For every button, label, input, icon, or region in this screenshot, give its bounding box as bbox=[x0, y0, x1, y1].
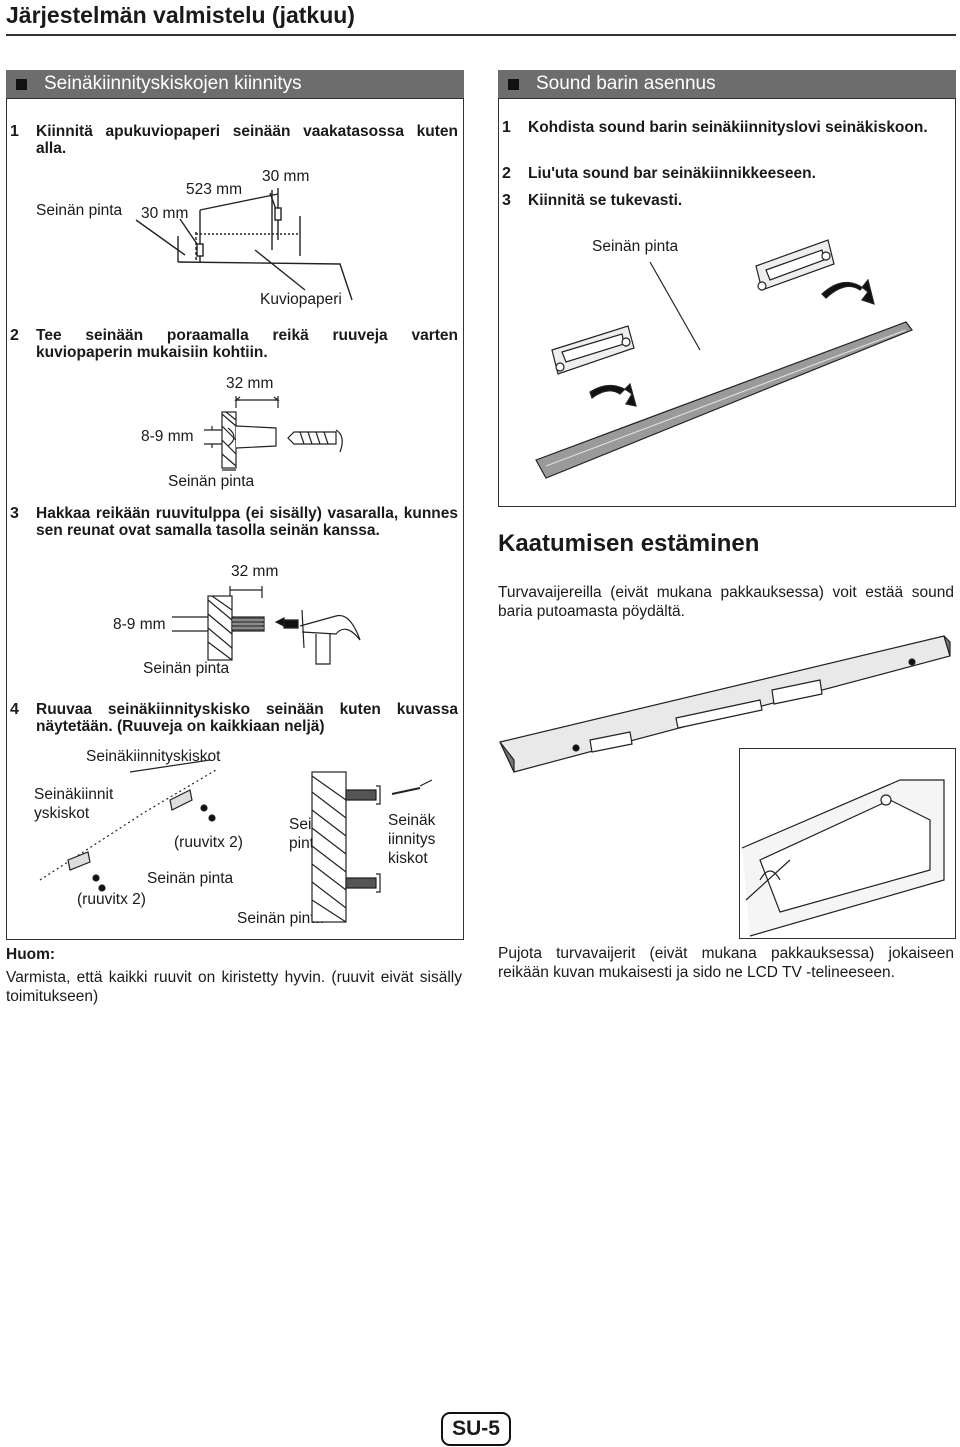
step-number: 2 bbox=[502, 165, 511, 182]
drill-depth-label: 32 mm bbox=[226, 375, 274, 392]
step-number: 2 bbox=[10, 327, 19, 344]
screw-count-label: (ruuvitx 2) bbox=[174, 834, 243, 851]
dim-width-label: 523 mm bbox=[186, 181, 242, 198]
note-title: Huom: bbox=[6, 946, 56, 963]
step-text: Kiinnitä apukuviopaperi seinään vaakatas… bbox=[36, 123, 458, 157]
right-steps-box bbox=[498, 98, 956, 507]
wall-surface-label: Seinän pinta bbox=[592, 238, 679, 255]
wall-surface-label: Seinän pinta bbox=[237, 910, 324, 927]
hammering-figure bbox=[172, 586, 361, 665]
step-number: 4 bbox=[10, 701, 19, 718]
title-divider bbox=[6, 34, 956, 36]
step-text: Kohdista sound barin seinäkiinnityslovi … bbox=[528, 119, 928, 136]
step-1: 1 Kiinnitä apukuviopaperi seinään vaakat… bbox=[10, 123, 458, 157]
install-step-3: 3 Kiinnitä se tukevasti. bbox=[502, 192, 950, 209]
step-text: Hakkaa reikään ruuvitulppa (ei sisälly) … bbox=[36, 505, 458, 539]
bracket-right-label: Seinäk iinnitys kiskot bbox=[388, 812, 436, 867]
step-2: 2 Tee seinään poraamalla reikä ruuveja v… bbox=[10, 327, 458, 361]
wall-surface-label: Seinän pinta bbox=[36, 202, 123, 219]
detail-inset-box bbox=[739, 748, 956, 939]
step-number: 3 bbox=[502, 192, 511, 209]
step-text: Tee seinään poraamalla reikä ruuveja var… bbox=[36, 327, 458, 361]
bracket-screwing-figure bbox=[39, 759, 433, 923]
dim-left-label: 30 mm bbox=[141, 205, 189, 222]
tip-prevention-heading: Kaatumisen estäminen bbox=[498, 530, 760, 557]
install-step-2: 2 Liu'uta sound bar seinäkiinnikkeeseen. bbox=[502, 165, 950, 182]
note-text: Varmista, että kaikki ruuvit on kiristet… bbox=[6, 969, 462, 1005]
step-text: Kiinnitä se tukevasti. bbox=[528, 192, 683, 209]
step-number: 3 bbox=[10, 505, 19, 522]
page-number-badge: SU-5 bbox=[441, 1412, 511, 1446]
step-number: 1 bbox=[502, 119, 511, 136]
left-section-header: Seinäkiinnityskiskojen kiinnitys bbox=[6, 70, 464, 98]
brackets-label: Seinäkiinnityskiskot bbox=[86, 748, 221, 765]
pattern-paper-label: Kuviopaperi bbox=[260, 291, 342, 308]
screw-count-label: (ruuvitx 2) bbox=[77, 891, 146, 908]
right-section-title: Sound barin asennus bbox=[536, 73, 716, 94]
tip-prevention-intro: Turvavaijereilla (eivät mukana pakkaukse… bbox=[498, 584, 954, 620]
section-bullet-icon bbox=[16, 79, 27, 90]
step-4: 4 Ruuvaa seinäkiinnityskisko seinään kut… bbox=[10, 701, 458, 735]
left-section-title: Seinäkiinnityskiskojen kiinnitys bbox=[44, 73, 302, 94]
pattern-paper-figure bbox=[135, 188, 353, 301]
install-step-1: 1 Kohdista sound barin seinäkiinnityslov… bbox=[502, 119, 950, 136]
anchor-diameter-label: 8-9 mm bbox=[113, 616, 166, 633]
step-text: Ruuvaa seinäkiinnityskisko seinään kuten… bbox=[36, 701, 458, 735]
right-section-header: Sound barin asennus bbox=[498, 70, 956, 98]
page-title: Järjestelmän valmistelu (jatkuu) bbox=[6, 2, 355, 28]
anchor-depth-label: 32 mm bbox=[231, 563, 279, 580]
section-bullet-icon bbox=[508, 79, 519, 90]
dim-top-label: 30 mm bbox=[262, 168, 310, 185]
soundbar-install-figure bbox=[535, 239, 913, 479]
cable-instructions: Pujota turvavaijerit (eivät mukana pakka… bbox=[498, 945, 954, 981]
wall-surface-label: Seinän pinta bbox=[168, 473, 255, 490]
wall-surface-label: Seinän pinta bbox=[143, 660, 230, 677]
soundbar-back-figure bbox=[499, 635, 951, 937]
step-3: 3 Hakkaa reikään ruuvitulppa (ei sisälly… bbox=[10, 505, 458, 539]
step-text: Liu'uta sound bar seinäkiinnikkeeseen. bbox=[528, 165, 816, 182]
left-steps-box bbox=[6, 98, 464, 940]
drill-diameter-label: 8-9 mm bbox=[141, 428, 194, 445]
bracket-left-label: Seinäkiinnit yskiskot bbox=[34, 786, 114, 822]
drilling-figure bbox=[204, 396, 343, 471]
wall-surface-label: Seinän pinta bbox=[147, 870, 234, 887]
step-number: 1 bbox=[10, 123, 19, 140]
